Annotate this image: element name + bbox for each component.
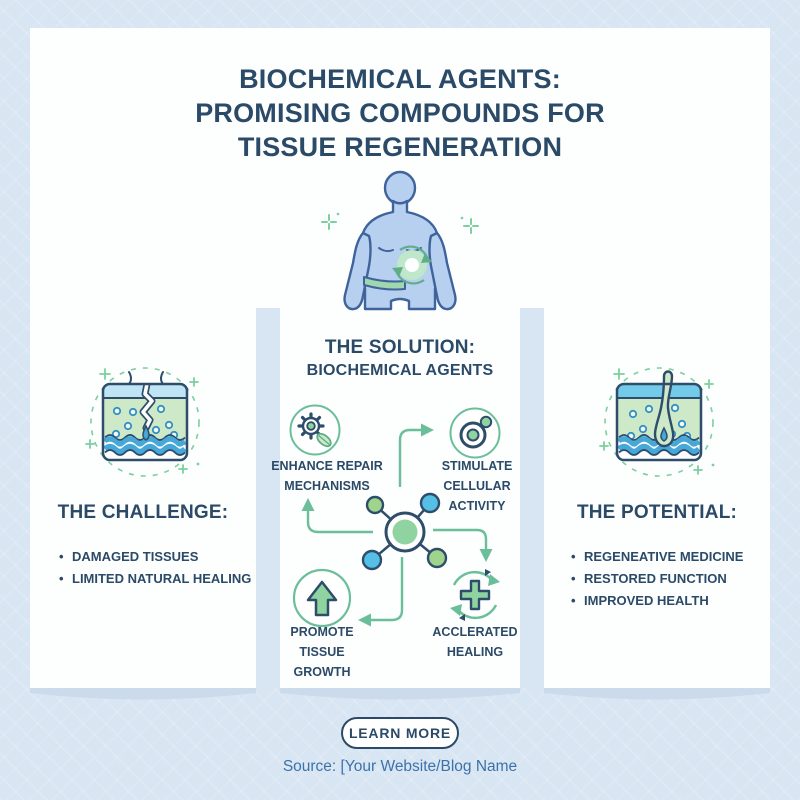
healthy-tissue-icon [599, 367, 715, 477]
left-gutter-divider [256, 308, 280, 688]
waist-band [363, 276, 406, 291]
title-line-3: TISSUE REGENERATION [237, 132, 563, 162]
benefit-label-accelerated-healing: ACCLERATED HEALING [432, 625, 518, 659]
list-item: IMPROVED HEALTH [570, 590, 743, 612]
damaged-tissue-icon [85, 367, 200, 477]
source-text: Source: [Your Website/Blog Name [282, 758, 518, 775]
list-item: RESTORED FUNCTION [570, 568, 743, 590]
right-gutter-divider [520, 308, 544, 688]
center-panel-shadow [280, 688, 520, 700]
learn-more-button[interactable]: LEARN MORE [341, 717, 459, 749]
list-item: DAMAGED TISSUES [58, 546, 251, 568]
sparkle-icon [321, 212, 479, 234]
benefit-label-promote-growth: PROMOTE TISSUE GROWTH [290, 625, 354, 679]
benefit-label-stimulate-cellular: STIMULATE CELLULAR ACTIVITY [441, 459, 513, 513]
cell-icon [449, 407, 501, 459]
challenge-heading: THE CHALLENGE: [57, 502, 229, 523]
gear-leaf-icon [289, 404, 341, 456]
right-panel-shadow [544, 688, 770, 700]
potential-list: REGENEATIVE MEDICINE RESTORED FUNCTION I… [570, 546, 743, 612]
title-line-2: PROMISING COMPOUNDS FOR [195, 98, 605, 128]
molecule-icon [361, 492, 448, 571]
title-line-1: BIOCHEMICAL AGENTS: [239, 64, 561, 94]
sparkle-icon [85, 368, 200, 474]
growth-arrow-icon [292, 568, 352, 628]
solution-heading: THE SOLUTION: [324, 337, 476, 358]
solution-subheading: BIOCHEMICAL AGENTS [306, 362, 494, 379]
challenge-list: DAMAGED TISSUES LIMITED NATURAL HEALING [58, 546, 251, 590]
regeneration-symbol [392, 245, 432, 285]
list-item: LIMITED NATURAL HEALING [58, 568, 251, 590]
healing-cross-icon [450, 569, 500, 621]
benefit-label-enhance-repair: ENHANCE REPAIR MECHANISMS [271, 459, 383, 493]
potential-heading: THE POTENTIAL: [576, 502, 738, 523]
list-item: REGENEATIVE MEDICINE [570, 546, 743, 568]
left-panel-shadow [30, 688, 256, 700]
human-torso-illustration [321, 170, 479, 311]
sparkle-icon [599, 368, 715, 475]
page-title: BIOCHEMICAL AGENTS: PROMISING COMPOUNDS … [0, 62, 800, 164]
